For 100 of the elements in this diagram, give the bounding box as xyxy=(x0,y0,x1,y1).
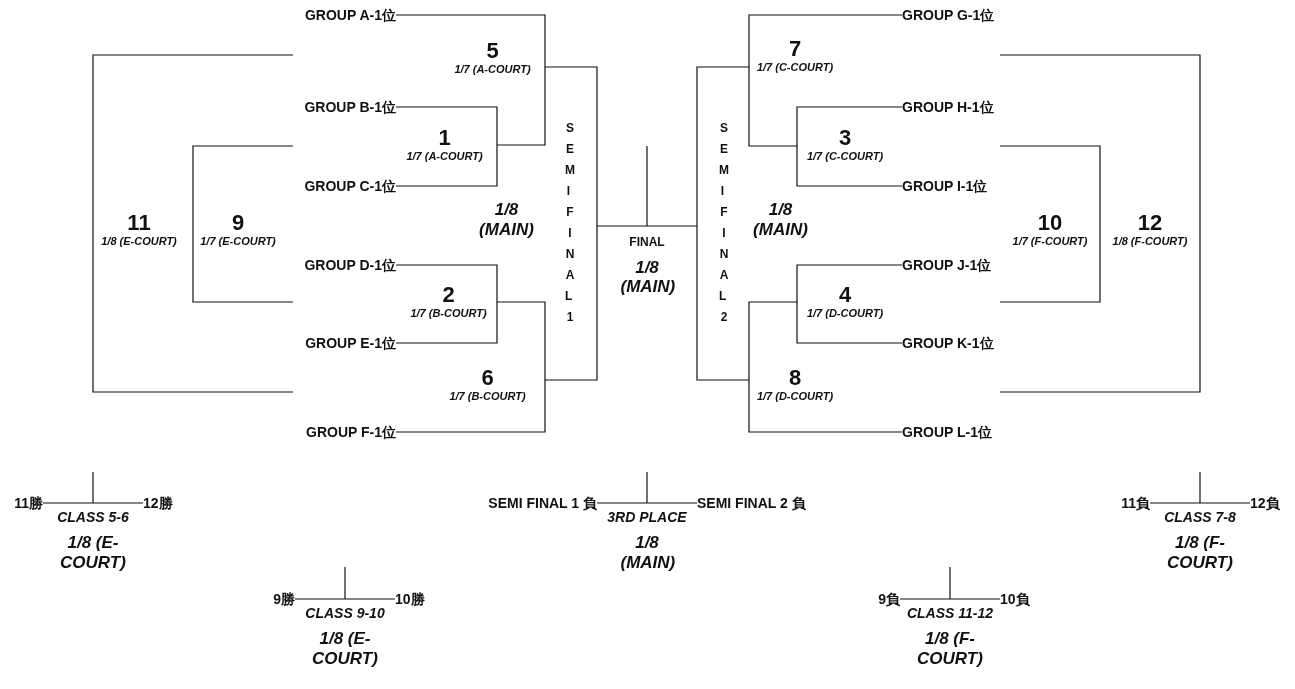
bracket-line xyxy=(1199,471,1201,504)
match-schedule: 1/8 (MAIN) xyxy=(620,257,674,297)
bracket-line xyxy=(949,566,951,600)
class-label: CLASS 7-8 xyxy=(1164,509,1236,526)
match-schedule: 1/8 (MAIN) xyxy=(620,533,674,573)
bracket-line xyxy=(999,225,1101,303)
match-schedule: 1/8 (E-COURT) xyxy=(100,235,178,248)
team-label: GROUP K-1位 xyxy=(902,334,994,352)
bracket-line xyxy=(92,225,294,393)
match-number: 10 xyxy=(1037,210,1063,236)
result-label: 9負 xyxy=(878,590,900,608)
bracket-line xyxy=(395,379,546,433)
match-number: 7 xyxy=(788,36,802,62)
result-label: 11負 xyxy=(1121,494,1150,512)
match-schedule: 1/7 (A-COURT) xyxy=(405,150,484,163)
bracket-line xyxy=(796,106,903,147)
bracket-line xyxy=(496,301,546,381)
bracket-line xyxy=(1199,502,1251,504)
bracket-line xyxy=(949,598,1001,600)
bracket-line xyxy=(344,598,396,600)
bracket-line xyxy=(796,264,903,303)
bracket-line xyxy=(646,225,698,227)
bracket-line xyxy=(646,471,648,504)
semifinal-label: SEMI FINAL 1 xyxy=(565,120,575,326)
class-label: CLASS 5-6 xyxy=(57,509,129,526)
bracket-line xyxy=(395,144,498,187)
bracket-line xyxy=(92,54,294,227)
match-schedule: 1/8 (F-COURT) xyxy=(1166,533,1234,573)
match-schedule: 1/7 (A-COURT) xyxy=(453,63,532,76)
bracket-line xyxy=(395,264,498,303)
bracket-line xyxy=(42,502,94,504)
bracket-line xyxy=(92,502,144,504)
bracket-line xyxy=(646,502,698,504)
match-schedule: 1/7 (D-COURT) xyxy=(755,390,835,403)
class-label: 3RD PLACE xyxy=(607,509,687,526)
bracket-line xyxy=(344,566,346,600)
bracket-line xyxy=(596,502,648,504)
match-number: 5 xyxy=(486,38,499,64)
match-number: 9 xyxy=(231,210,245,236)
match-schedule: 1/8 (F-COURT) xyxy=(916,629,984,669)
bracket-line xyxy=(192,225,294,303)
bracket-line xyxy=(696,225,750,381)
team-label: GROUP G-1位 xyxy=(902,6,995,24)
bracket-line xyxy=(696,66,750,227)
result-label: 9勝 xyxy=(273,590,295,608)
team-label: GROUP A-1位 xyxy=(305,6,396,24)
bracket-line xyxy=(748,14,903,68)
match-number: 1 xyxy=(438,125,451,151)
match-number: 2 xyxy=(442,282,455,308)
match-schedule: 1/7 (B-COURT) xyxy=(409,307,488,320)
result-label: 12負 xyxy=(1250,494,1280,512)
bracket-line xyxy=(92,471,94,504)
bracket-line xyxy=(544,225,598,381)
team-label: GROUP L-1位 xyxy=(902,423,992,441)
team-label: GROUP J-1位 xyxy=(902,256,992,274)
match-schedule: 1/7 (C-COURT) xyxy=(805,150,885,163)
match-schedule: 1/7 (D-COURT) xyxy=(805,307,885,320)
bracket-line xyxy=(796,301,903,344)
class-label: CLASS 9-10 xyxy=(305,605,385,622)
match-schedule: 1/8 (MAIN) xyxy=(752,200,809,240)
bracket-line xyxy=(596,225,648,227)
match-number: 3 xyxy=(838,125,852,151)
match-schedule: 1/8 (E-COURT) xyxy=(59,533,127,573)
bracket-line xyxy=(999,225,1201,393)
bracket-line xyxy=(748,301,798,381)
bracket-line xyxy=(899,598,951,600)
bracket-line xyxy=(999,145,1101,227)
final-label: FINAL xyxy=(629,236,665,250)
match-schedule: 1/7 (F-COURT) xyxy=(1011,235,1089,248)
team-label: GROUP F-1位 xyxy=(306,423,396,441)
match-number: 12 xyxy=(1137,210,1163,236)
match-schedule: 1/8 (F-COURT) xyxy=(1111,235,1189,248)
bracket-line xyxy=(748,379,903,433)
bracket-line xyxy=(999,54,1201,227)
result-label: 10負 xyxy=(1000,590,1030,608)
result-label: SEMI FINAL 2 負 xyxy=(697,494,806,512)
bracket-line xyxy=(192,145,294,227)
match-number: 8 xyxy=(788,365,802,391)
bracket-line xyxy=(294,598,346,600)
match-schedule: 1/7 (B-COURT) xyxy=(448,390,527,403)
bracket-line xyxy=(395,301,498,344)
result-label: 11勝 xyxy=(14,494,43,512)
bracket-line xyxy=(748,66,798,147)
match-schedule: 1/8 (E-COURT) xyxy=(311,629,379,669)
match-schedule: 1/7 (C-COURT) xyxy=(755,61,835,74)
match-schedule: 1/8 (MAIN) xyxy=(478,200,535,240)
result-label: 12勝 xyxy=(143,494,173,512)
semifinal-label: SEMI FINAL 2 xyxy=(719,120,729,326)
team-label: GROUP I-1位 xyxy=(902,177,988,195)
bracket-line xyxy=(395,14,546,68)
match-number: 11 xyxy=(127,210,151,236)
result-label: SEMI FINAL 1 負 xyxy=(488,494,597,512)
bracket-line xyxy=(395,106,498,146)
team-label: GROUP C-1位 xyxy=(304,177,396,195)
match-number: 4 xyxy=(838,282,852,308)
bracket-line xyxy=(796,145,903,187)
team-label: GROUP H-1位 xyxy=(902,98,994,116)
team-label: GROUP E-1位 xyxy=(305,334,396,352)
bracket-line xyxy=(544,66,598,227)
class-label: CLASS 11-12 xyxy=(906,605,994,622)
